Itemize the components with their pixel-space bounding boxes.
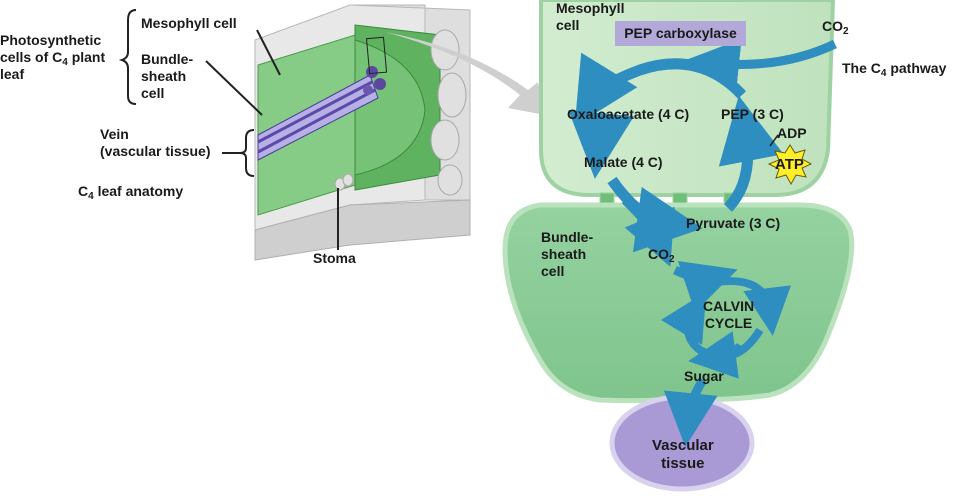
atp-label: ATP (775, 156, 804, 173)
mesophyll-cell-title: Mesophyll cell (556, 0, 625, 33)
bundle-sheath-cell-title: Bundle- sheath cell (541, 229, 594, 279)
leaf-anatomy-caption: C4 leaf anatomy (78, 183, 184, 202)
malate-label: Malate (4 C) (584, 154, 663, 170)
oxaloacetate-label: Oxaloacetate (4 C) (567, 106, 690, 122)
vein-label: Vein (vascular tissue) (100, 126, 211, 159)
stoma-label: Stoma (313, 250, 356, 266)
pathway-arrows (568, 38, 837, 447)
co2-input-label: CO2 (822, 18, 849, 37)
label-brackets (118, 9, 339, 250)
zoom-arrow (385, 32, 545, 115)
atp-star-icon (767, 144, 813, 186)
adp-label: ADP (777, 125, 807, 141)
calvin-cycle-label: CALVIN CYCLE (703, 298, 755, 331)
bundle-sheath-label: Bundle- sheath cell (141, 51, 194, 101)
vascular-tissue-label: Vascular tissue (652, 437, 714, 472)
co2-released-label: CO2 (648, 246, 675, 265)
mesophyll-cell-label: Mesophyll cell (141, 15, 237, 31)
sugar-label: Sugar (684, 368, 724, 384)
leaf-cross-section (254, 4, 471, 261)
photosynthetic-cells-label: Photosynthetic cells of C4 plant leaf (0, 32, 106, 82)
pep-carboxylase-box: PEP carboxylase (615, 21, 746, 46)
pep-label: PEP (3 C) (721, 106, 784, 122)
pyruvate-label: Pyruvate (3 C) (686, 215, 781, 231)
c4-pathway-title: The C4 pathway (842, 60, 947, 79)
adp-arrow (769, 134, 779, 147)
vein-bundle (257, 66, 386, 161)
